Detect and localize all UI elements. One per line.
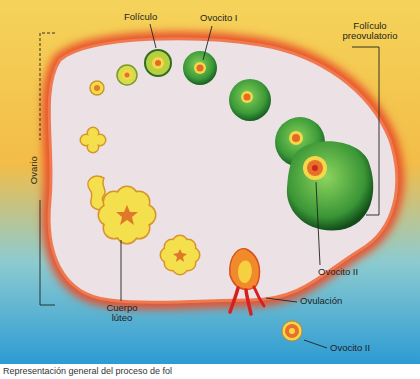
background — [0, 0, 420, 364]
part-label: Ovario — [29, 156, 39, 184]
part-label: Ovocito II — [330, 343, 370, 353]
ovulation-rupture — [230, 249, 264, 314]
part-label: Ovulación — [300, 296, 342, 306]
part-label: Folículo preovulatorio — [334, 21, 406, 42]
released-oocyte — [282, 321, 302, 341]
figure-caption: Representación general del proceso de fo… — [3, 366, 172, 376]
part-label: Cuerpo lúteo — [99, 303, 145, 324]
leader-lines — [40, 24, 379, 348]
part-label: Ovocito I — [200, 13, 238, 23]
ovary-glow — [49, 39, 397, 302]
part-label: Folículo — [124, 12, 157, 22]
caption-strip — [0, 364, 420, 379]
part-label: Ovocito II — [318, 267, 358, 277]
follicles — [90, 50, 373, 230]
corpus-luteum — [80, 127, 201, 276]
ovary-outline — [49, 39, 397, 302]
